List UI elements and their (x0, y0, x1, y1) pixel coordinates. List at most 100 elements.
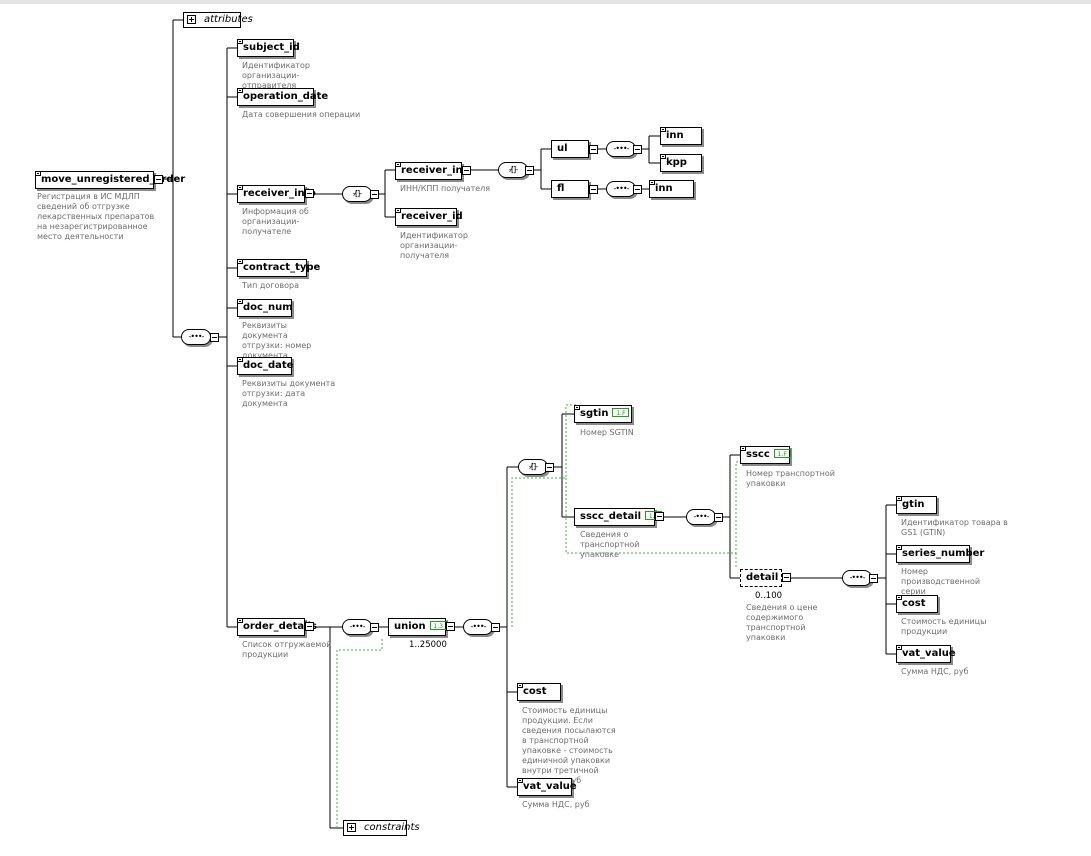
element-receiver-inn[interactable]: receiver_inn (395, 162, 470, 180)
element-receiver-info[interactable]: receiver_info (237, 185, 316, 203)
element-desc: Сведения о цене содержимого транспортной… (746, 603, 818, 642)
element-corner-icon (660, 154, 666, 159)
element-contract-type[interactable]: contract_type (237, 259, 320, 277)
collapse-minus-icon[interactable] (210, 333, 219, 342)
root-element-desc: Регистрация в ИС МДЛП сведений об отгруз… (37, 192, 155, 241)
element-ul-inn[interactable]: inn (660, 127, 702, 145)
expand-plus-icon[interactable] (187, 15, 196, 24)
collapse-minus-icon[interactable] (714, 513, 723, 522)
collapse-minus-icon[interactable] (446, 622, 455, 631)
sequence-icon: -•••- (613, 144, 630, 153)
element-series-number[interactable]: series_number (896, 545, 984, 563)
element-name: vat_value (523, 781, 577, 792)
element-ul[interactable]: ul (551, 140, 589, 158)
root-element-box[interactable]: move_unregistered_order (35, 171, 185, 189)
element-name: order_details (243, 621, 317, 632)
sequence-compositor[interactable]: -•••- (181, 329, 211, 345)
collapse-minus-icon[interactable] (305, 622, 314, 631)
collapse-minus-icon[interactable] (305, 189, 314, 198)
element-corner-icon (237, 357, 243, 362)
sequence-compositor[interactable]: -•••- (342, 619, 372, 635)
element-desc: Номер транспортной упаковки (746, 469, 835, 488)
sequence-compositor[interactable]: -•••- (842, 570, 872, 586)
choice-compositor[interactable]: -⁄[]- (342, 186, 372, 202)
element-receiver-id[interactable]: receiver_id (395, 208, 463, 226)
choice-icon: -⁄[]- (352, 189, 362, 198)
element-fl[interactable]: fl (551, 180, 589, 198)
element-name: cost (902, 598, 926, 609)
element-order-details[interactable]: order_details (237, 618, 317, 636)
element-corner-icon (517, 683, 523, 688)
collapse-minus-icon[interactable] (370, 190, 379, 199)
element-name: receiver_id (401, 211, 463, 222)
collapse-minus-icon[interactable] (491, 623, 500, 632)
sequence-compositor[interactable]: -•••- (686, 509, 716, 525)
sequence-icon: -•••- (693, 512, 710, 521)
element-doc-num[interactable]: doc_num (237, 299, 293, 317)
element-detail[interactable]: detail (740, 569, 782, 587)
element-detail-vat-value[interactable]: vat_value (896, 645, 956, 663)
collapse-minus-icon[interactable] (462, 166, 471, 175)
collapse-minus-icon[interactable] (589, 185, 598, 194)
element-name: subject_id (243, 42, 300, 53)
element-desc: Идентификатор товара в GS1 (GTIN) (901, 518, 1008, 537)
sequence-compositor[interactable]: -•••- (463, 619, 493, 635)
element-doc-date[interactable]: doc_date (237, 357, 293, 375)
element-corner-icon (896, 645, 902, 650)
collapse-minus-icon[interactable] (633, 185, 642, 194)
constraints-group[interactable]: constraints (343, 820, 420, 836)
element-name: fl (557, 183, 565, 194)
element-name: receiver_info (243, 188, 316, 199)
element-cost[interactable]: cost (517, 683, 561, 701)
element-gtin[interactable]: gtin (896, 496, 937, 514)
collapse-minus-icon[interactable] (589, 145, 598, 154)
element-vat-value[interactable]: vat_value (517, 778, 577, 796)
element-name: contract_type (243, 262, 321, 273)
element-corner-icon (237, 618, 243, 623)
element-ul-kpp[interactable]: kpp (660, 154, 702, 172)
element-corner-icon (395, 162, 401, 167)
collapse-minus-icon[interactable] (869, 574, 878, 583)
collapse-minus-icon[interactable] (370, 623, 379, 632)
collapse-minus-icon[interactable] (782, 573, 791, 582)
choice-compositor[interactable]: -⁄[]- (498, 162, 528, 178)
sequence-compositor[interactable]: -•••- (606, 141, 636, 157)
element-name: gtin (902, 499, 925, 510)
element-corner-icon (237, 88, 243, 93)
element-operation-date[interactable]: operation_date (237, 88, 328, 106)
element-name: union (394, 621, 426, 632)
root-element-name: move_unregistered_order (41, 174, 186, 185)
collapse-minus-icon[interactable] (525, 166, 534, 175)
element-detail-cost[interactable]: cost (896, 595, 938, 613)
window-top-strip (0, 0, 1091, 4)
sequence-compositor[interactable]: -•••- (606, 181, 636, 197)
element-corner-icon (896, 595, 902, 600)
sequence-icon: -•••- (349, 622, 366, 631)
collapse-minus-icon[interactable] (545, 463, 554, 472)
element-name: sscc (746, 449, 770, 460)
element-desc: Сумма НДС, руб (522, 800, 590, 809)
element-subject-id[interactable]: subject_id (237, 39, 300, 57)
attributes-group[interactable]: attributes (183, 12, 253, 28)
attributes-label: attributes (204, 14, 253, 25)
expand-plus-icon[interactable] (347, 823, 356, 832)
element-desc: Дата совершения операции (242, 110, 361, 119)
element-corner-icon (660, 127, 666, 132)
element-corner-icon (740, 446, 746, 451)
choice-compositor[interactable]: -⁄[]- (518, 459, 548, 475)
element-corner-icon (237, 299, 243, 304)
element-name: series_number (902, 548, 985, 559)
element-name: kpp (666, 157, 687, 168)
collapse-minus-icon[interactable] (655, 512, 664, 521)
element-fl-inn[interactable]: inn (649, 180, 694, 198)
element-desc: Список отгружаемой продукции (242, 640, 332, 659)
collapse-minus-icon[interactable] (154, 175, 163, 184)
element-desc: Реквизиты документа отгрузки: номер доку… (242, 321, 312, 360)
choice-icon: -⁄[]- (528, 462, 538, 471)
collapse-minus-icon[interactable] (633, 145, 642, 154)
